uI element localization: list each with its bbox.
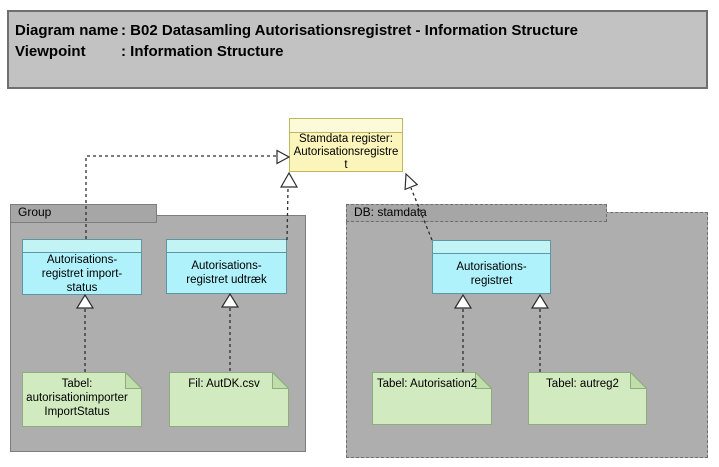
diagram-title-block: Diagram name: B02 Datasamling Autorisati… [7,10,708,89]
realization-arrowhead-right [276,149,291,165]
node-autorisationsregistret-importstatus[interactable]: Autorisations- registret import- status [22,239,142,295]
node-stamdata-register-band [290,119,402,133]
note-shape [169,372,289,427]
group-db-label: DB: stamdata [354,205,427,219]
note-tabel-autreg2[interactable]: Tabel: autreg2 [528,372,647,425]
node-importstatus-label: Autorisations- registret import- status [41,254,123,294]
node-udtraek-label: Autorisations- registret udtræk [186,260,267,286]
note-tabel-autorisation2[interactable]: Tabel: Autorisation2 [372,372,492,425]
node-autorisationsregistret-band [433,241,550,254]
viewpoint-row: Viewpoint: Information Structure [15,41,706,62]
group-left-tab[interactable]: Group [10,204,157,223]
node-stamdata-register-label: Stamdata register: Autorisationsregistre… [293,133,399,171]
note-autorisation2-label: Tabel: Autorisation2 [376,378,478,390]
realization-arrowhead-up-1 [279,171,299,188]
group-db-tab[interactable]: DB: stamdata [346,204,607,222]
node-autorisationsregistret-label: Autorisations- registret [456,260,527,287]
note-tabel-autorisationimporterimportstatus[interactable]: Tabel: autorisationimporter ImportStatus [22,372,142,427]
node-importstatus-band [23,240,141,253]
note-shape [372,372,492,425]
note-fil-autdk-csv[interactable]: Fil: AutDK.csv [169,372,289,427]
group-left-label: Group [18,205,52,219]
viewpoint-label: Viewpoint [15,43,86,60]
node-udtraek-band [167,240,286,253]
note-shape [22,372,142,427]
diagram-name-separator: : [121,22,131,39]
node-autorisationsregistret-udtraek[interactable]: Autorisations- registret udtræk [166,239,287,294]
note-shape [528,372,647,425]
viewpoint-value: Information Structure [130,43,284,60]
note-autdk-label: Fil: AutDK.csv [188,378,260,390]
note-autreg2-label: Tabel: autreg2 [546,378,619,390]
node-autorisationsregistret[interactable]: Autorisations- registret [432,240,551,294]
diagram-name-value: B02 Datasamling Autorisationsregistret -… [130,22,579,39]
note-importstatus-label: Tabel: autorisationimporter ImportStatus [26,378,128,418]
realization-arrowhead-diagonal [404,172,419,191]
diagram-name-label: Diagram name [15,22,119,39]
node-stamdata-register[interactable]: Stamdata register: Autorisationsregistre… [289,118,403,172]
viewpoint-separator: : [121,43,131,60]
diagram-name-row: Diagram name: B02 Datasamling Autorisati… [15,20,706,41]
